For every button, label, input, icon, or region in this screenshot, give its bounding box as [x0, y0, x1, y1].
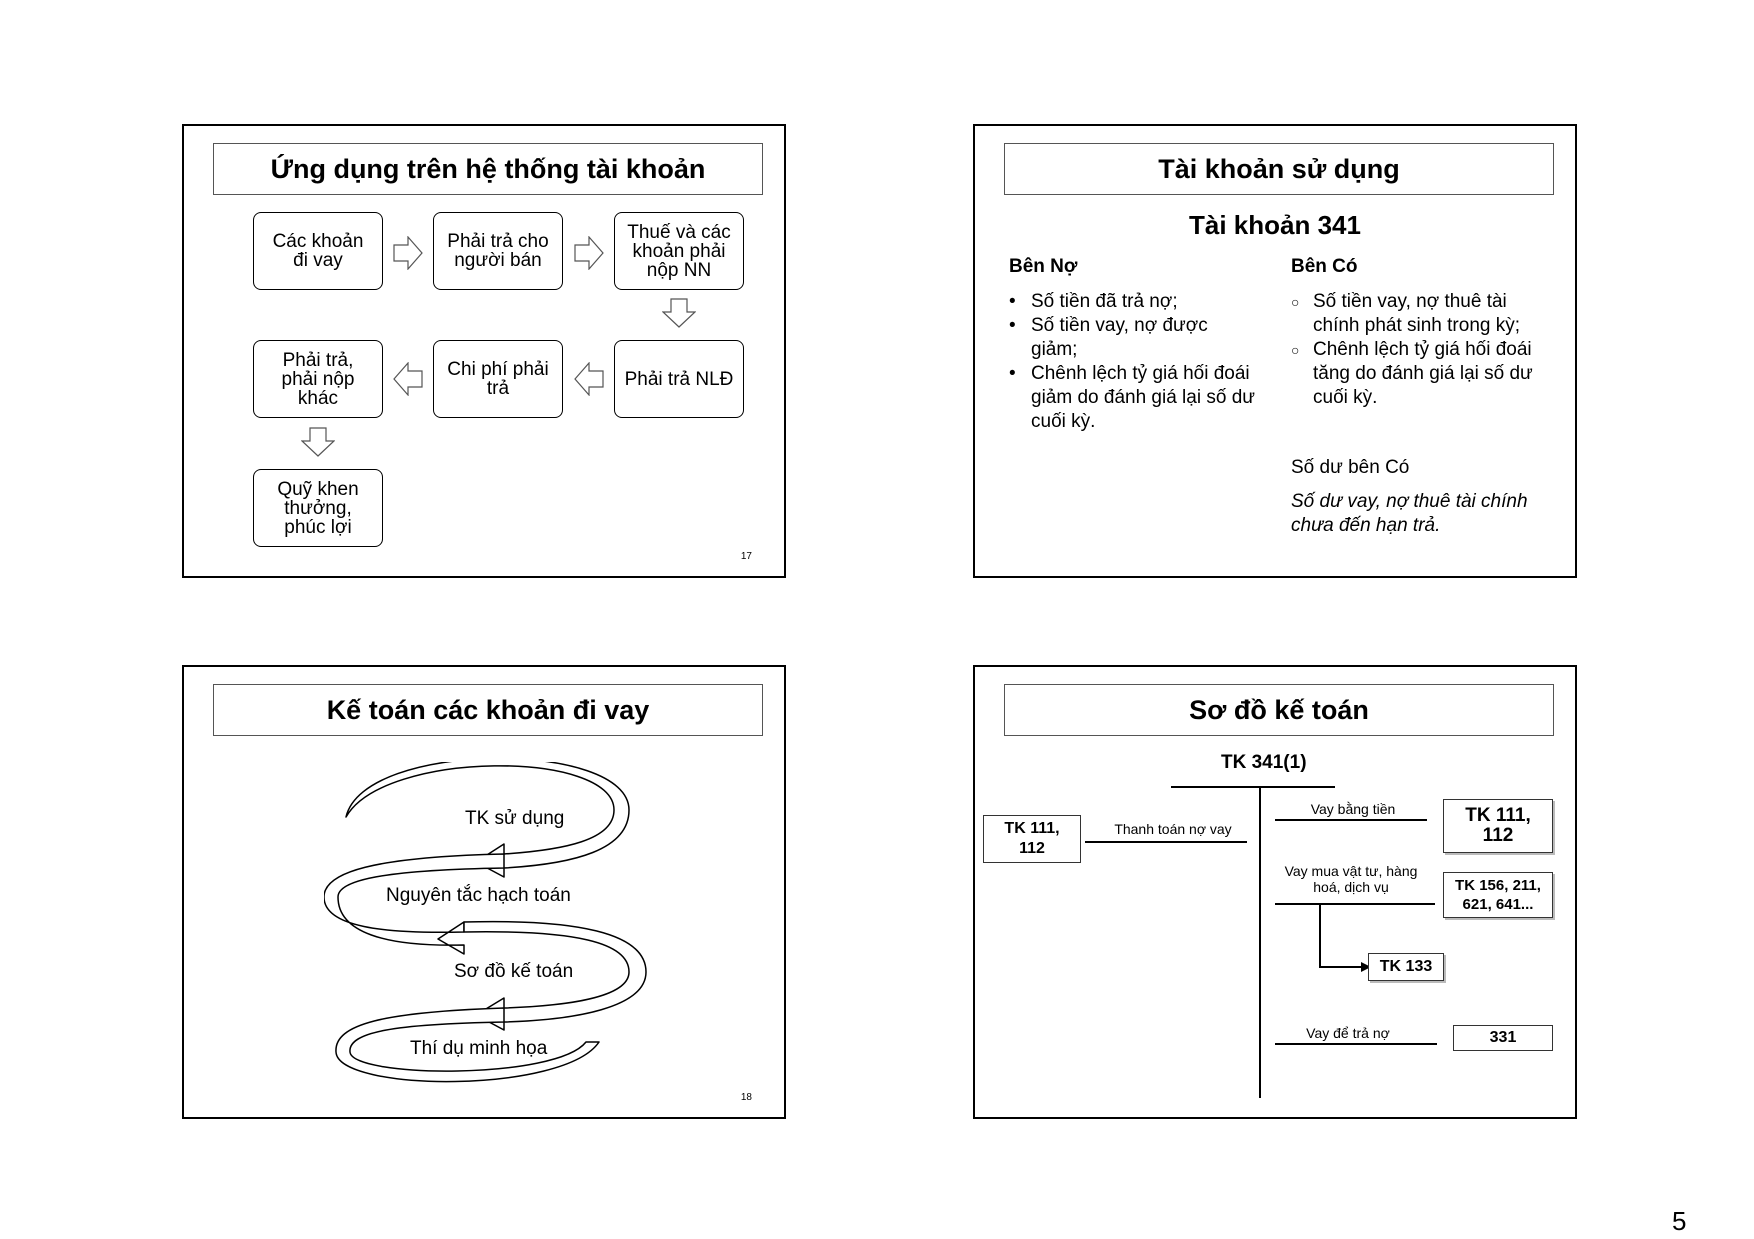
flow-line [1275, 903, 1435, 905]
account-box-tk111-right: TK 111, 112 [1443, 799, 1553, 853]
slide-tai-khoan-su-dung: Tài khoản sử dụng Tài khoản 341 Bên Nợ •… [973, 124, 1577, 578]
account-box-tk111-left: TK 111, 112 [983, 815, 1081, 863]
flow-line [1085, 841, 1247, 843]
cycle-arrows-diagram [324, 762, 647, 1083]
slide-so-do-ke-toan: Sơ đồ kế toán TK 341(1) TK 111, 112 Than… [973, 665, 1577, 1119]
list-item: •Số tiền đã trả nợ; [1009, 291, 1178, 312]
flow-box-phai-tra-nld: Phải trả NLĐ [614, 340, 744, 418]
so-du-label: Số dư bên Có [1291, 457, 1410, 478]
cycle-label-nguyen-tac: Nguyên tắc hạch toán [386, 885, 571, 906]
flow-box-thue: Thuế và các khoản phải nộp NN [614, 212, 744, 290]
list-item: •Số tiền vay, nợ được giảm; [1009, 315, 1208, 360]
cycle-label-thi-du: Thí dụ minh họa [410, 1038, 548, 1059]
cycle-label-so-do: Sơ đồ kế toán [454, 961, 574, 982]
arrow-down-icon [662, 298, 696, 328]
flow-label-vay-bang-tien: Vay bằng tiền [1310, 801, 1396, 817]
arrow-head-icon [1361, 962, 1371, 972]
arrow-right-icon [574, 236, 604, 270]
flow-box-phai-tra-phai-nop-khac: Phải trả, phải nộp khác [253, 340, 383, 418]
flow-line [1275, 1043, 1437, 1045]
arrow-down-icon [301, 427, 335, 457]
ben-co-list: ○Số tiền vay, nợ thuê tài chính phát sin… [1291, 290, 1551, 410]
flow-box-phai-tra-nguoi-ban: Phải trả cho người bán [433, 212, 563, 290]
ben-no-list: •Số tiền đã trả nợ; •Số tiền vay, nợ đượ… [1009, 290, 1259, 434]
cycle-label-tk-su-dung: TK sử dụng [465, 808, 565, 829]
arrow-right-icon [393, 236, 423, 270]
ben-no-heading: Bên Nợ [1009, 256, 1078, 277]
flow-label-vay-de-tra-no: Vay để trả nợ [1306, 1025, 1390, 1041]
slide-17: Ứng dụng trên hệ thống tài khoản Các kho… [182, 124, 786, 578]
account-box-tk133: TK 133 [1368, 953, 1444, 981]
page-number: 5 [1672, 1206, 1687, 1236]
t-account-label: TK 341(1) [1221, 752, 1307, 773]
list-item: ○Chênh lệch tỷ giá hối đoái tăng do đánh… [1291, 339, 1533, 408]
slide-title: Ứng dụng trên hệ thống tài khoản [213, 143, 763, 195]
flow-box-quy-khen-thuong: Quỹ khen thưởng, phúc lợi [253, 469, 383, 547]
account-box-tk156: TK 156, 211, 621, 641... [1443, 872, 1553, 918]
slide-title: Kế toán các khoản đi vay [213, 684, 763, 736]
slide-number: 17 [740, 551, 752, 562]
slide-subtitle: Tài khoản 341 [1189, 210, 1361, 240]
flow-box-cac-khoan-di-vay: Các khoản đi vay [253, 212, 383, 290]
arrow-left-icon [393, 362, 423, 396]
t-account-horizontal [1171, 786, 1335, 788]
list-item: ○Số tiền vay, nợ thuê tài chính phát sin… [1291, 291, 1521, 336]
flow-label-vay-mua-vat-tu: Vay mua vật tư, hàng hoá, dịch vụ [1284, 863, 1418, 895]
flow-label-thanh-toan-no-vay: Thanh toán nợ vay [1114, 821, 1232, 837]
ben-co-heading: Bên Có [1291, 256, 1358, 277]
flow-box-chi-phi-phai-tra: Chi phí phải trả [433, 340, 563, 418]
so-du-text: Số dư vay, nợ thuê tài chính chưa đến hạ… [1291, 491, 1528, 536]
list-item: •Chênh lệch tỷ giá hối đoái giảm do đánh… [1009, 363, 1255, 432]
arrow-left-icon [574, 362, 604, 396]
account-box-331: 331 [1453, 1025, 1553, 1051]
t-account-vertical [1259, 788, 1261, 1098]
flow-line [1319, 903, 1321, 967]
slide-title: Sơ đồ kế toán [1004, 684, 1554, 736]
slide-18: Kế toán các khoản đi vay TK sử dụng Nguy… [182, 665, 786, 1119]
flow-line [1319, 966, 1363, 968]
slide-number: 18 [740, 1092, 752, 1103]
slide-title: Tài khoản sử dụng [1004, 143, 1554, 195]
flow-line [1275, 819, 1427, 821]
